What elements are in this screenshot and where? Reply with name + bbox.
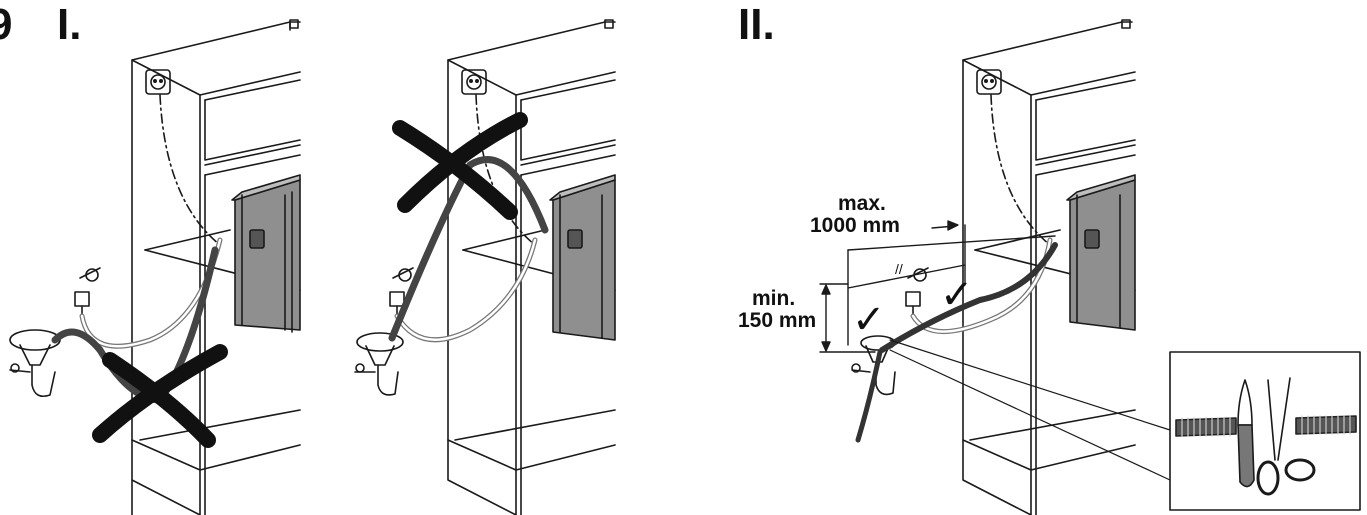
tools-inset [1169, 351, 1361, 511]
min-value: 150 mm [738, 309, 817, 332]
cabinet-3 [962, 19, 1136, 515]
power-cable [475, 94, 536, 246]
power-cable [159, 94, 221, 246]
water-tap-icon [905, 267, 929, 317]
break-mark: // [895, 261, 903, 277]
drain-siphon-icon [354, 332, 404, 396]
panel-3-correct [819, 19, 1361, 515]
min-label: min. [752, 287, 796, 310]
water-tap-icon [74, 267, 101, 317]
step-number: 9 [0, 0, 13, 49]
panel-1-label: I. [57, 0, 82, 49]
dimension-min-line [819, 283, 876, 353]
dimension-max-line [847, 220, 1056, 346]
power-socket-icon [461, 69, 487, 95]
power-socket-icon [145, 69, 171, 95]
panel-2-incorrect [354, 19, 616, 515]
cross-icon [392, 112, 528, 220]
appliance-1 [231, 174, 301, 333]
panel-3-label: II. [738, 0, 775, 49]
appliance-2 [549, 174, 616, 341]
scissors-icon [1256, 377, 1316, 496]
appliance-3 [1066, 174, 1136, 331]
knife-icon [1237, 379, 1255, 488]
callout-lines [889, 339, 1171, 481]
max-value: 1000 mm [810, 214, 900, 237]
drain-hose-end [855, 349, 883, 443]
check-icon: ✓ [940, 272, 974, 318]
drain-siphon-icon [9, 329, 61, 398]
max-label: max. [838, 192, 886, 215]
hose-segment-icon [1175, 415, 1357, 437]
drain-hose-correct [879, 242, 1058, 353]
drain-hose-raised [388, 156, 549, 342]
cross-icon [92, 344, 228, 448]
check-icon: ✓ [852, 297, 886, 343]
power-cable [990, 94, 1051, 246]
power-socket-icon [976, 69, 1002, 95]
panel-1-incorrect [9, 19, 301, 515]
